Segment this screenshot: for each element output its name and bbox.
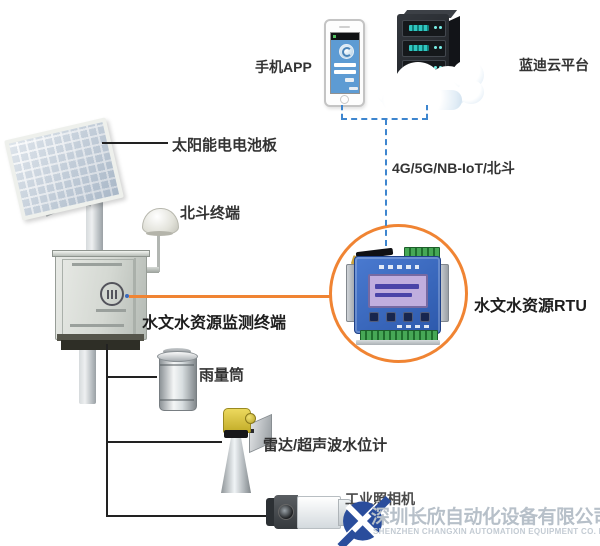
cabinet-base-shadow xyxy=(57,334,144,341)
cloud-link-dashed xyxy=(426,105,428,119)
watermark-company-name: 深圳长欣自动化设备有限公司 xyxy=(371,507,600,528)
camera-front-ring xyxy=(266,498,275,526)
rtu-front-panel xyxy=(354,256,441,334)
label-phone-app: 手机APP xyxy=(255,59,312,75)
cabinet-text-line xyxy=(96,309,126,312)
camera-line xyxy=(106,515,268,517)
rtu-title-text-line xyxy=(379,265,419,269)
rtu-button xyxy=(386,312,396,322)
label-network-link: 4G/5G/NB-IoT/北斗 xyxy=(392,160,515,176)
phone-link-dashed xyxy=(341,105,343,119)
app-bottom-bar xyxy=(349,87,358,90)
beidou-antenna-stem xyxy=(157,234,160,272)
watermark-company-name-en: SHENZHEN CHANGXIN AUTOMATION EQUIPMENT C… xyxy=(373,527,600,536)
label-water-level-meter: 雷达/超声波水位计 xyxy=(263,437,388,454)
rtu-button xyxy=(403,312,413,322)
phone-speaker xyxy=(339,26,350,28)
rtu-button xyxy=(420,312,430,322)
rain-gauge-lid xyxy=(157,351,198,362)
radar-line xyxy=(106,441,222,443)
phone-home-button xyxy=(340,95,349,104)
server-bay xyxy=(402,40,446,57)
cloud-icon xyxy=(458,80,484,104)
solar-label-line xyxy=(102,142,168,144)
app-input-field xyxy=(334,63,356,67)
label-rain-gauge: 雨量筒 xyxy=(199,367,245,384)
label-beidou-terminal: 北斗终端 xyxy=(180,205,241,222)
label-solar-panel: 太阳能电电池板 xyxy=(172,137,278,154)
beidou-dome-base xyxy=(146,231,173,236)
app-globe-swirl xyxy=(342,47,352,57)
server-bay xyxy=(402,20,446,37)
company-logo-icon xyxy=(337,495,392,546)
radar-sensor-collar xyxy=(224,430,248,438)
cabinet-base-shadow xyxy=(61,340,140,350)
cabinet-logo-icon xyxy=(100,282,124,306)
rtu-device-illustration xyxy=(344,242,449,348)
station-pole-lower xyxy=(79,347,96,404)
radar-horn-cone xyxy=(221,438,251,493)
phone-screen xyxy=(330,32,360,94)
camera-barrel xyxy=(297,496,341,529)
rtu-footer-text-line xyxy=(397,325,431,328)
server-side xyxy=(449,16,460,88)
label-rtu: 水文水资源RTU xyxy=(474,298,587,315)
phone-illustration xyxy=(324,19,365,107)
sensor-bus-line xyxy=(106,344,108,517)
app-login-button xyxy=(345,78,354,82)
rtu-base-plate xyxy=(356,340,440,345)
radar-sensor-dial xyxy=(245,413,256,424)
label-monitoring-terminal: 水文水资源监测终端 xyxy=(142,315,287,332)
cabinet-lock-dot xyxy=(125,294,129,298)
rtu-button xyxy=(369,312,379,322)
phone-app-badge xyxy=(333,35,336,38)
rtu-lcd-screen xyxy=(368,274,428,308)
solar-panel-illustration xyxy=(4,117,124,221)
network-bus-dashed xyxy=(341,118,428,120)
cabinet-rtu-link xyxy=(129,295,331,298)
label-cloud-platform: 蓝迪云平台 xyxy=(519,57,589,73)
rtu-uplink-dashed xyxy=(385,119,387,246)
app-input-field xyxy=(334,70,356,74)
cloud-icon xyxy=(382,90,462,110)
phone-statusbar xyxy=(331,33,359,40)
cabinet-text-line xyxy=(72,263,122,266)
rain-gauge-icon xyxy=(159,357,197,411)
cabinet-roof xyxy=(52,250,150,257)
camera-lens-icon xyxy=(278,504,294,520)
rain-gauge-line xyxy=(106,376,157,378)
rain-gauge-ring xyxy=(160,399,194,401)
cabinet-text-line xyxy=(70,324,124,327)
rain-gauge-ring xyxy=(160,364,194,366)
